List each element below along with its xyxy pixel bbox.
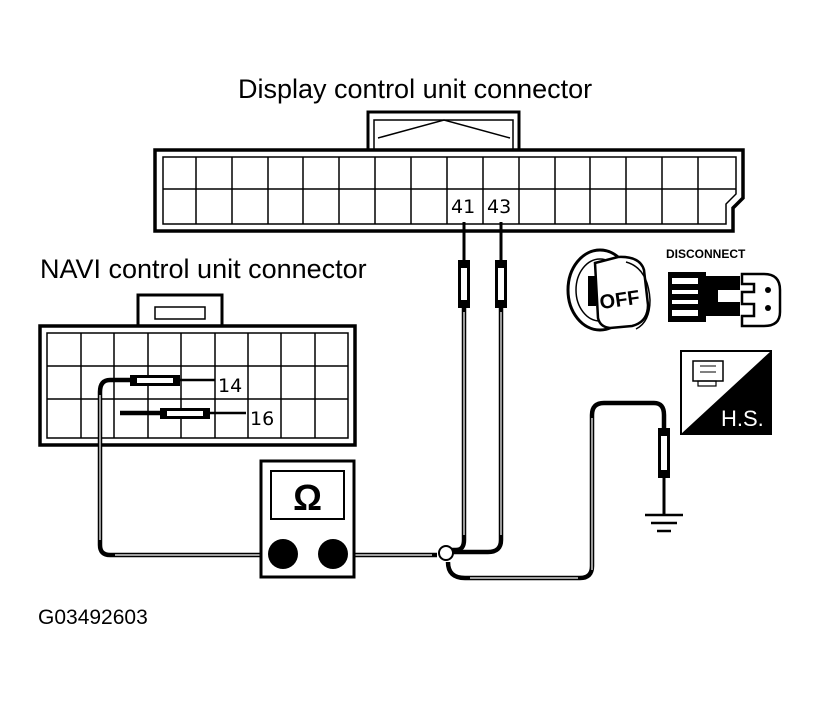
- navi-pin-14-label: 14: [218, 375, 242, 397]
- lead-pin-43: [452, 308, 504, 555]
- navi-connector: [38, 293, 357, 447]
- hs-label: H.S.: [721, 406, 764, 431]
- ignition-off-icon: OFF: [566, 248, 651, 332]
- probe-pin-41: [458, 222, 470, 308]
- lead-to-ground: [445, 400, 667, 581]
- display-pin-41-label: 41: [451, 196, 475, 218]
- display-connector-grid: [195, 157, 699, 224]
- harness-sign-icon: H.S.: [680, 350, 772, 435]
- probe-pin-16: [160, 408, 246, 419]
- probe-pin-14: [130, 375, 215, 386]
- display-connector: [153, 110, 745, 233]
- wire-junction: [438, 545, 454, 561]
- navi-pin-16-label: 16: [250, 408, 274, 430]
- meter-terminal-left: [268, 539, 298, 569]
- ground-icon: [645, 513, 683, 533]
- test-leads: [97, 308, 667, 581]
- figure-code: G03492603: [38, 606, 148, 629]
- ohm-symbol: Ω: [293, 477, 322, 518]
- ohmmeter: Ω: [259, 459, 356, 579]
- disconnect-icon: [668, 272, 782, 328]
- display-connector-title: Display control unit connector: [238, 74, 592, 104]
- navi-connector-title: NAVI control unit connector: [40, 254, 367, 284]
- probe-pin-43: [495, 222, 507, 308]
- disconnect-label: DISCONNECT: [666, 247, 746, 261]
- ground-probe: [658, 428, 670, 515]
- lead-highlights: [99, 312, 593, 579]
- meter-terminal-right: [318, 539, 348, 569]
- display-pin-43-label: 43: [487, 196, 511, 218]
- navi-connector-grid: [80, 333, 316, 438]
- lead-pin-41: [448, 308, 467, 553]
- lead-pin-14-to-meter: [97, 377, 268, 558]
